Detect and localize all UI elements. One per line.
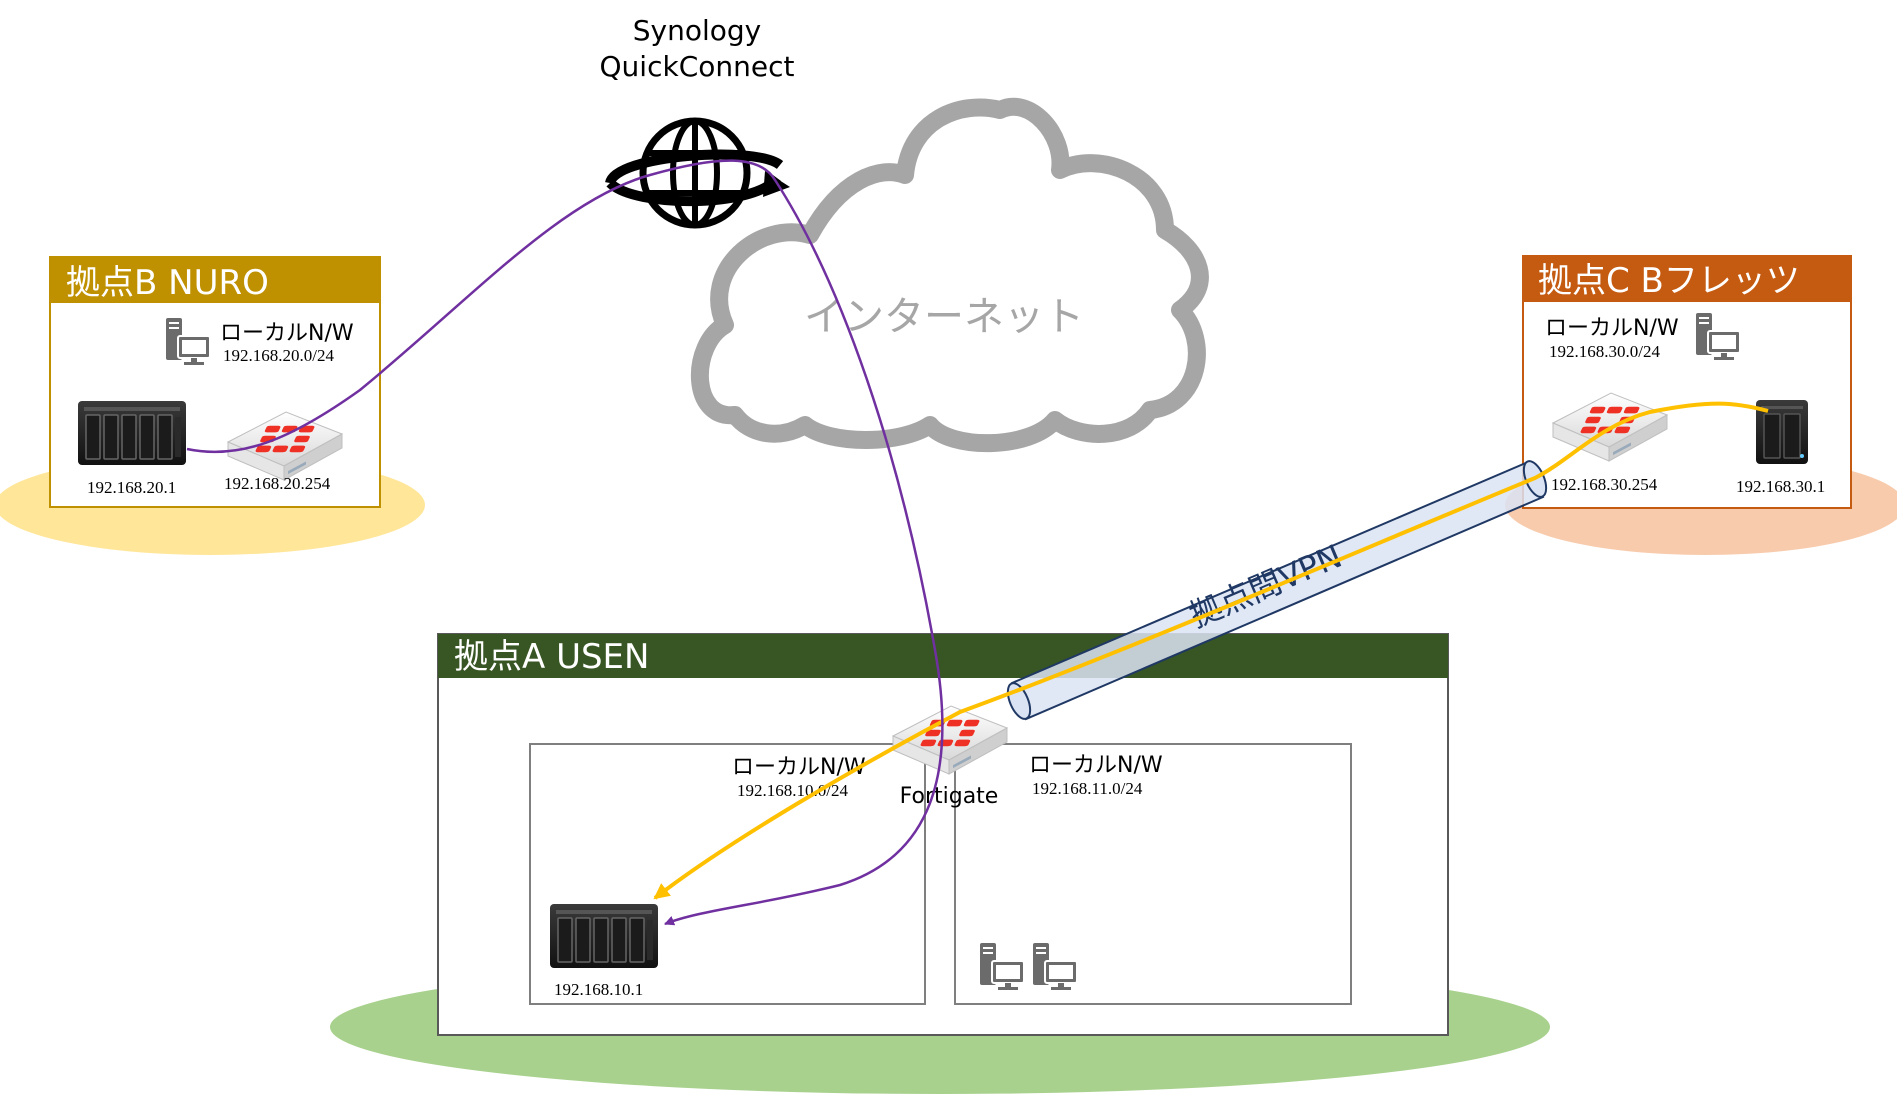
- site-a-lan2-subnet: 192.168.11.0/24: [1032, 779, 1143, 798]
- site-b-title: 拠点B NURO: [66, 263, 269, 303]
- site-c-box: 拠点C Bフレッツ ローカルN/W 192.168.30.0/24 192.16…: [1522, 255, 1852, 509]
- internet-cloud: インターネット: [690, 97, 1209, 453]
- site-c-lan-subnet: 192.168.30.0/24: [1549, 342, 1660, 361]
- site-b-lan-label: ローカルN/W: [220, 321, 354, 346]
- vpn-path: [653, 401, 1769, 900]
- site-b-lan-subnet: 192.168.20.0/24: [223, 346, 334, 365]
- site-c-lan-label: ローカルN/W: [1545, 316, 1679, 341]
- quickconnect-label-line1: Synology: [633, 14, 761, 47]
- site-a-lan2-box: [954, 743, 1352, 1005]
- site-c-nas-ip: 192.168.30.1: [1736, 477, 1825, 496]
- site-a-lan1-subnet: 192.168.10.0/24: [737, 781, 848, 800]
- site-a-lan2-label: ローカルN/W: [1029, 753, 1163, 778]
- site-a-box: 拠点A USEN ローカルN/W 192.168.10.0/24 ローカルN/W…: [437, 633, 1449, 1036]
- site-a-nas-ip: 192.168.10.1: [554, 980, 643, 999]
- quickconnect-path: [186, 159, 944, 926]
- site-a-title: 拠点A USEN: [454, 637, 649, 677]
- site-b-box: 拠点B NURO ローカルN/W 192.168.20.0/24 192.168…: [49, 256, 381, 508]
- site-a-router-label: Fortigate: [900, 784, 999, 809]
- globe-icon: [605, 117, 790, 229]
- site-b-nas-ip: 192.168.20.1: [87, 478, 176, 497]
- internet-label: インターネット: [804, 294, 1084, 340]
- site-b-router-ip: 192.168.20.254: [224, 474, 331, 493]
- site-c-title: 拠点C Bフレッツ: [1538, 261, 1800, 301]
- quickconnect-label-line2: QuickConnect: [600, 50, 795, 83]
- site-c-router-ip: 192.168.30.254: [1551, 475, 1658, 494]
- site-b-nas-icon: [77, 400, 187, 466]
- site-a-nas-icon: [549, 903, 659, 969]
